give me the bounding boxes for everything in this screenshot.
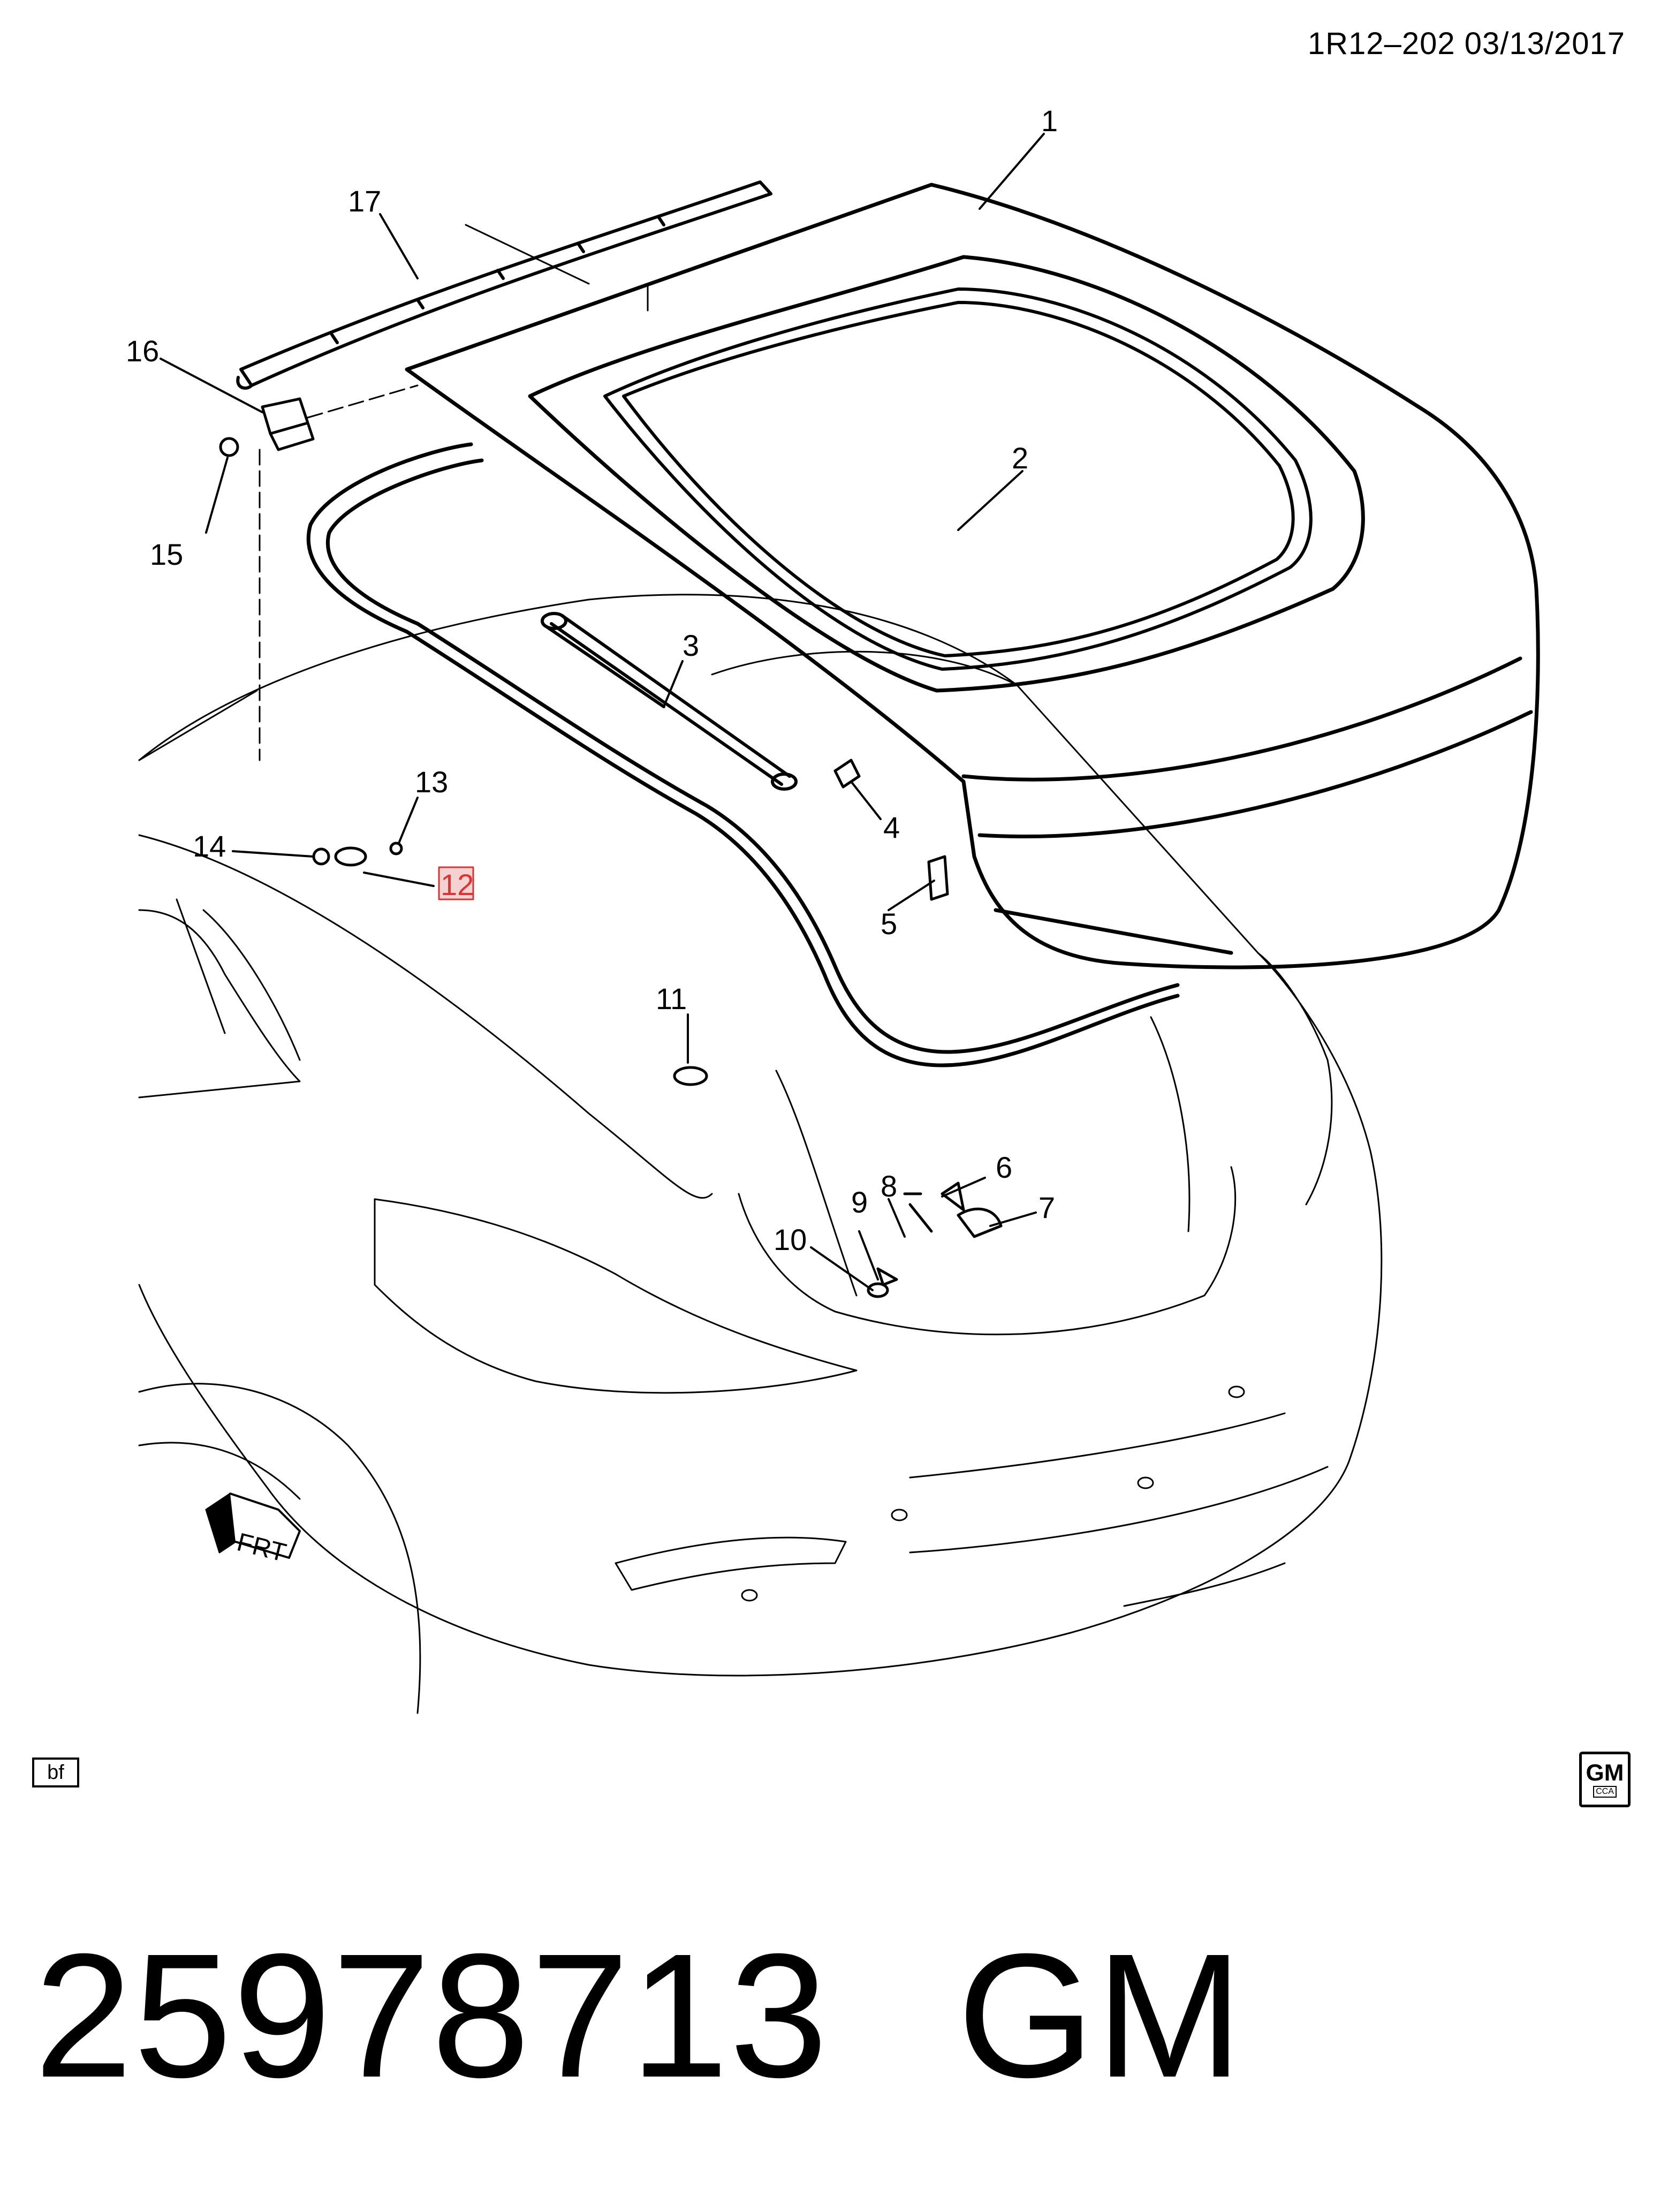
callout-14[interactable]: 14 bbox=[193, 829, 226, 863]
exploded-view-diagram: 1 2 3 4 5 6 7 8 9 10 11 12 13 14 15 16 1… bbox=[126, 104, 1540, 1714]
brand-label: GM bbox=[957, 1916, 1244, 2114]
rear-window-glass bbox=[603, 287, 1313, 671]
callout-13[interactable]: 13 bbox=[415, 765, 448, 799]
callout-12[interactable]: 12 bbox=[441, 868, 474, 902]
callout-6[interactable]: 6 bbox=[996, 1150, 1012, 1184]
liftgate-panel bbox=[405, 183, 1540, 969]
spoiler-trim bbox=[236, 180, 772, 390]
callout-11[interactable]: 11 bbox=[656, 982, 687, 1016]
reference-bracket bbox=[465, 224, 649, 312]
callout-10[interactable]: 10 bbox=[774, 1223, 807, 1256]
nut-part-15 bbox=[219, 437, 239, 457]
front-direction-marker: FRT bbox=[205, 1493, 301, 1567]
callout-17[interactable]: 17 bbox=[348, 184, 381, 218]
callout-4[interactable]: 4 bbox=[883, 810, 900, 844]
gm-logo-text: GM bbox=[1586, 1760, 1624, 1786]
gm-logo-subtext: CCA bbox=[1593, 1786, 1617, 1798]
corner-tag: bf bbox=[32, 1758, 79, 1787]
callout-5[interactable]: 5 bbox=[881, 907, 897, 941]
leader-lines bbox=[160, 133, 1045, 1291]
part-number: 25978713 bbox=[34, 1916, 829, 2114]
drawing-reference: 1R12–202 03/13/2017 bbox=[1307, 26, 1625, 61]
liftgate-weatherstrip bbox=[306, 442, 1180, 1067]
gm-logo: GM CCA bbox=[1579, 1752, 1631, 1807]
callout-8[interactable]: 8 bbox=[881, 1169, 897, 1203]
vehicle-body bbox=[138, 594, 1383, 1714]
callout-highlight-12 bbox=[438, 866, 474, 900]
callout-1[interactable]: 1 bbox=[1041, 104, 1058, 138]
reference-lines bbox=[259, 384, 419, 761]
callout-16[interactable]: 16 bbox=[126, 334, 159, 368]
bracket-part-16 bbox=[261, 397, 315, 451]
small-fasteners bbox=[312, 759, 1003, 1298]
gas-strut bbox=[541, 612, 798, 791]
callout-7[interactable]: 7 bbox=[1038, 1191, 1055, 1224]
callout-9[interactable]: 9 bbox=[851, 1185, 868, 1219]
callout-15[interactable]: 15 bbox=[150, 537, 183, 571]
callout-2[interactable]: 2 bbox=[1012, 441, 1028, 475]
callout-3[interactable]: 3 bbox=[683, 628, 699, 662]
